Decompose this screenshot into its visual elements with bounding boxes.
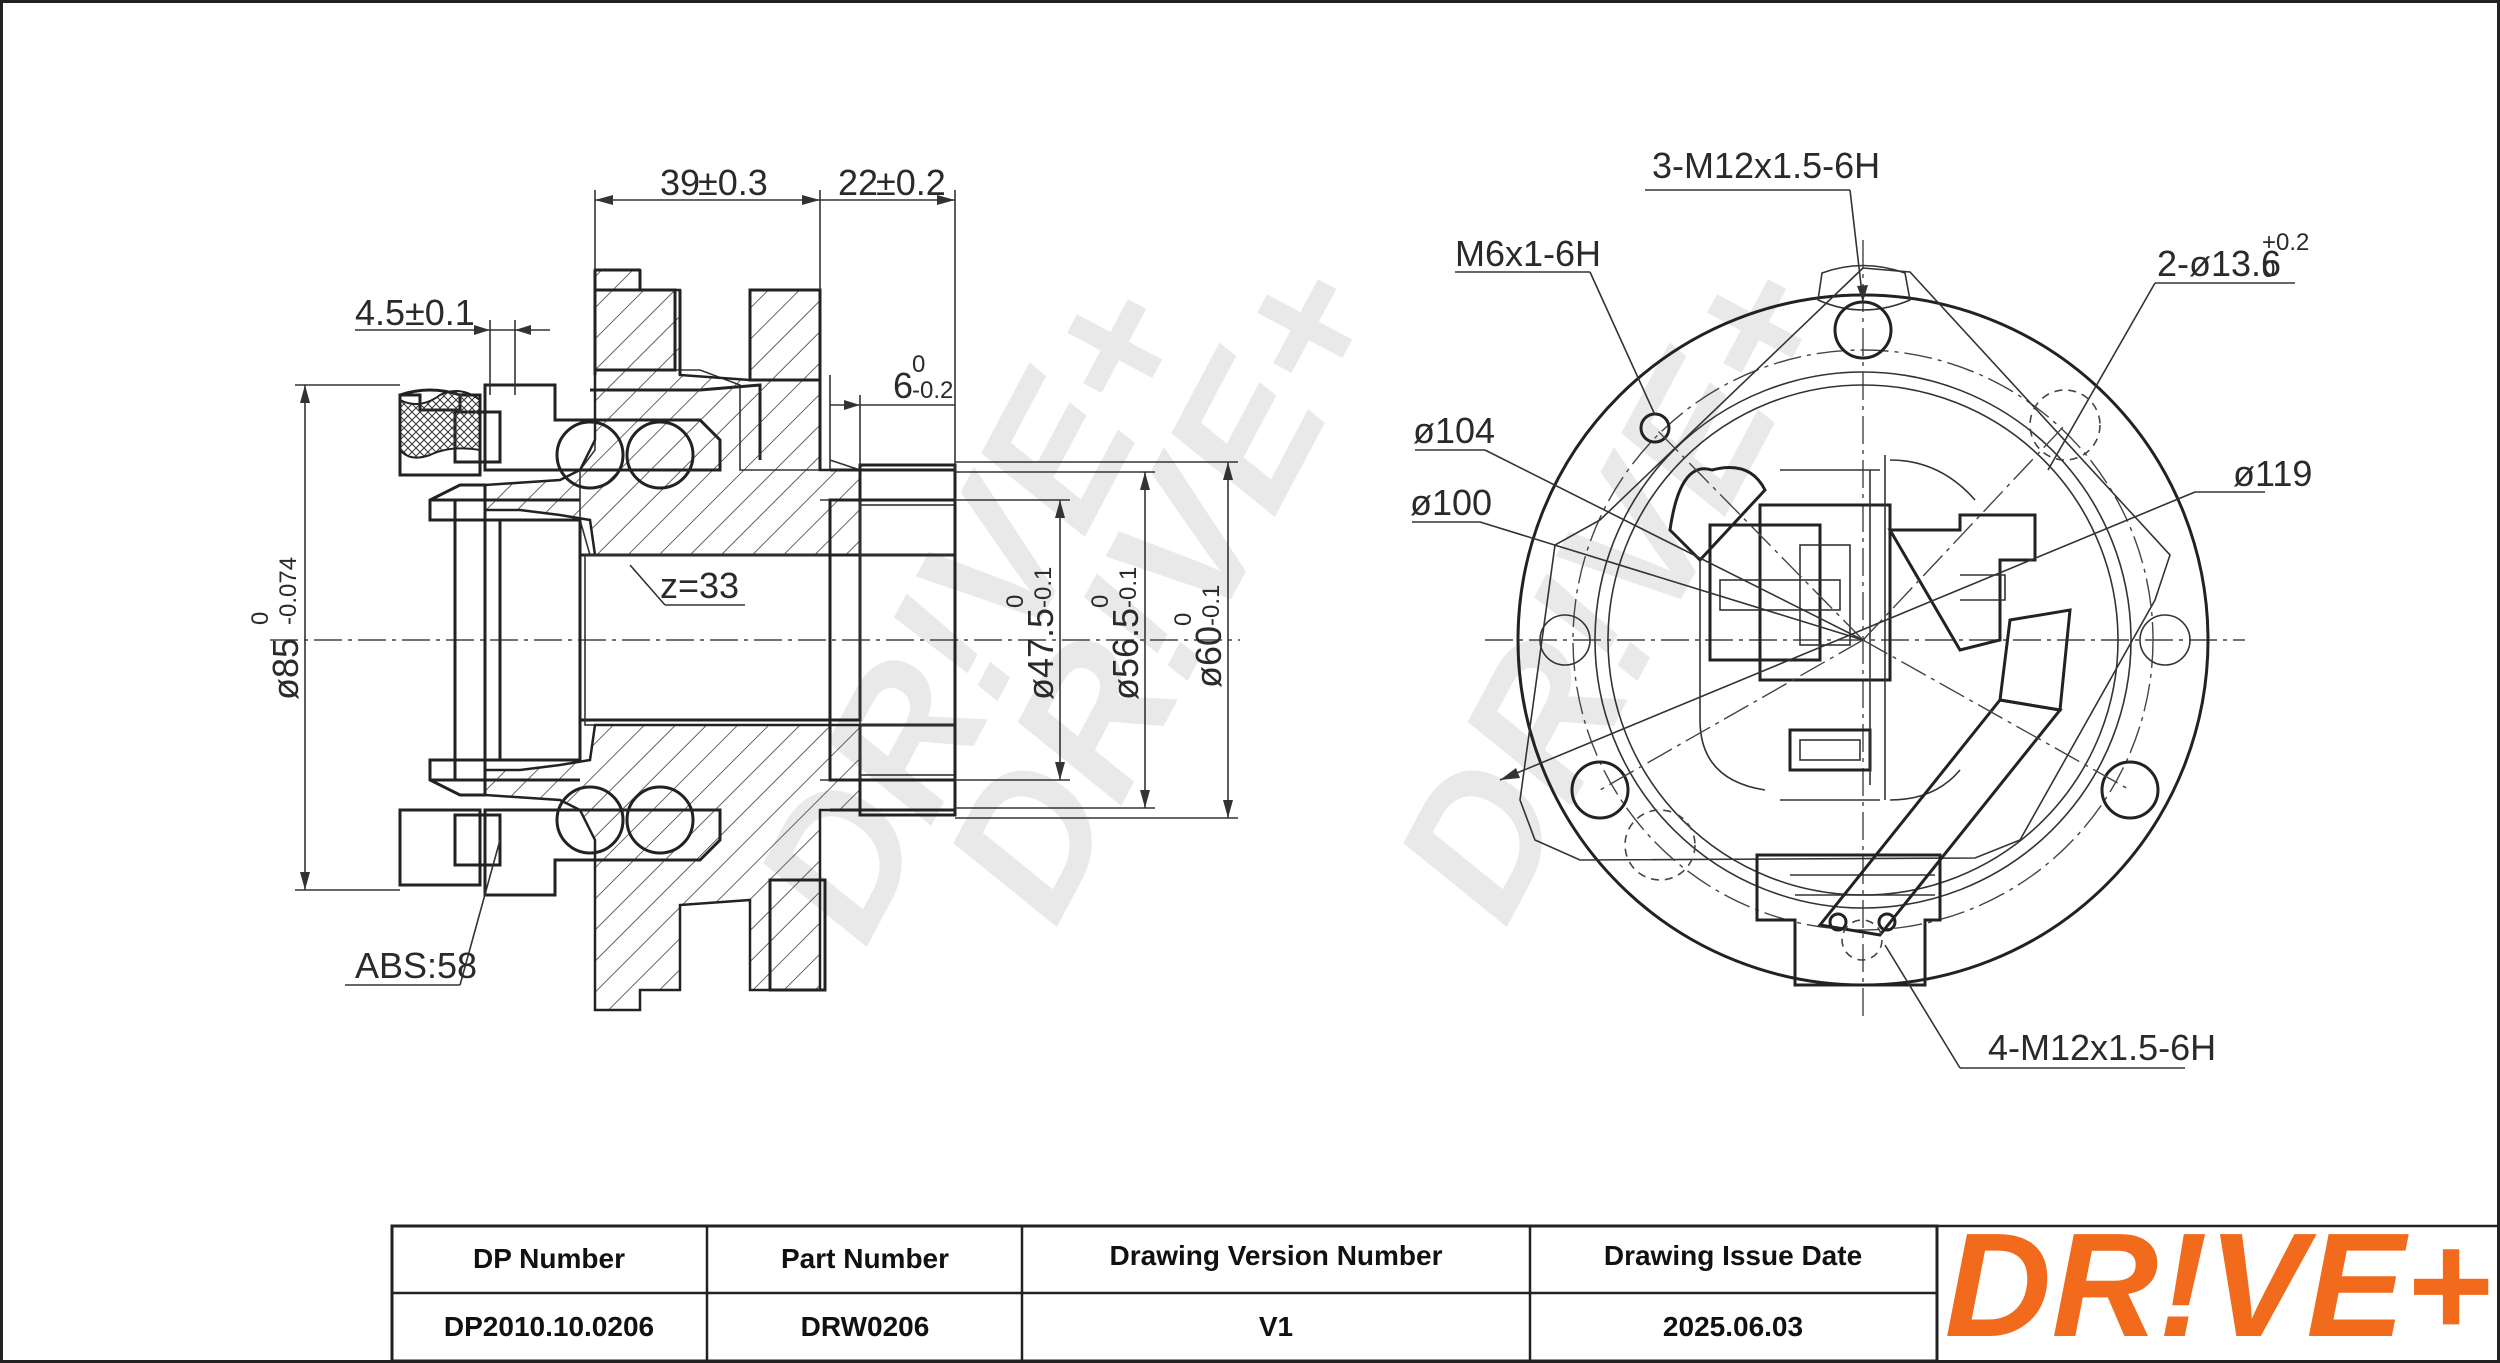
dim-abs: ABS:58 — [355, 945, 477, 986]
tb-header-version: Drawing Version Number — [1110, 1240, 1443, 1271]
dim-holes-2-tol-lower: 0 — [2262, 256, 2275, 283]
dim-60-tol-upper: 0 — [1170, 613, 1197, 626]
title-block: DP Number Part Number Drawing Version Nu… — [390, 1224, 2499, 1363]
dim-spline: z=33 — [660, 565, 739, 606]
dim-6-tol-upper: 0 — [912, 351, 925, 378]
dim-47-5-tol-upper: 0 — [1002, 595, 1029, 608]
dim-22-value: 22 — [838, 162, 878, 203]
dim-47-5-value: ø47.5 — [1020, 608, 1061, 700]
dim-thread-m6: M6x1-6H — [1455, 233, 1601, 274]
dim-4-5-value: 4.5 — [355, 292, 405, 333]
front-view: 3-M12x1.5-6H M6x1-6H 2-ø13.6 +0.2 0 ø104… — [1410, 145, 2312, 1069]
tb-header-dp-number: DP Number — [473, 1243, 625, 1274]
dim-4-5-tol: ±0.1 — [405, 292, 475, 333]
tb-value-dp-number: DP2010.10.0206 — [444, 1311, 654, 1342]
tb-header-part-number: Part Number — [781, 1243, 949, 1274]
dim-39-value: 39 — [660, 162, 700, 203]
section-view: 39 ±0.3 22 ±0.2 4.5 ±0.1 6 0 -0.2 z=33 ø… — [247, 162, 1240, 1012]
dim-39-tol: ±0.3 — [698, 162, 768, 203]
dim-60-tol-lower: -0.1 — [1198, 585, 1225, 626]
dim-holes-2: 2-ø13.6 — [2157, 243, 2281, 284]
dim-thread-4: 4-M12x1.5-6H — [1988, 1027, 2216, 1068]
dim-holes-2-tol-upper: +0.2 — [2262, 229, 2309, 256]
drive-logo: DR!VE+ — [1945, 1203, 2492, 1363]
dim-56-5-tol-upper: 0 — [1087, 595, 1114, 608]
tb-value-issue-date: 2025.06.03 — [1663, 1311, 1803, 1342]
dim-56-5-tol-lower: -0.1 — [1115, 567, 1142, 608]
logo-text: DR!VE+ — [1945, 1203, 2492, 1363]
dim-47-5-tol-lower: -0.1 — [1030, 567, 1057, 608]
tb-value-part-number: DRW0206 — [801, 1311, 930, 1342]
dim-22-tol: ±0.2 — [876, 162, 946, 203]
dim-85-value: ø85 — [265, 638, 306, 700]
dim-56-5-value: ø56.5 — [1105, 608, 1146, 700]
dim-6-tol-lower: -0.2 — [912, 377, 953, 404]
tb-header-issue-date: Drawing Issue Date — [1604, 1240, 1862, 1271]
dim-85-tol-lower: -0.074 — [275, 557, 302, 625]
dim-60-value: ø60 — [1188, 626, 1229, 688]
tb-value-version: V1 — [1259, 1311, 1293, 1342]
dim-85-tol-upper: 0 — [247, 612, 274, 625]
dim-dia-100: ø100 — [1410, 482, 1492, 523]
dim-thread-3: 3-M12x1.5-6H — [1652, 145, 1880, 186]
dim-dia-119: ø119 — [2233, 453, 2312, 494]
dim-6-value: 6 — [893, 365, 913, 406]
dim-dia-104: ø104 — [1413, 410, 1495, 451]
